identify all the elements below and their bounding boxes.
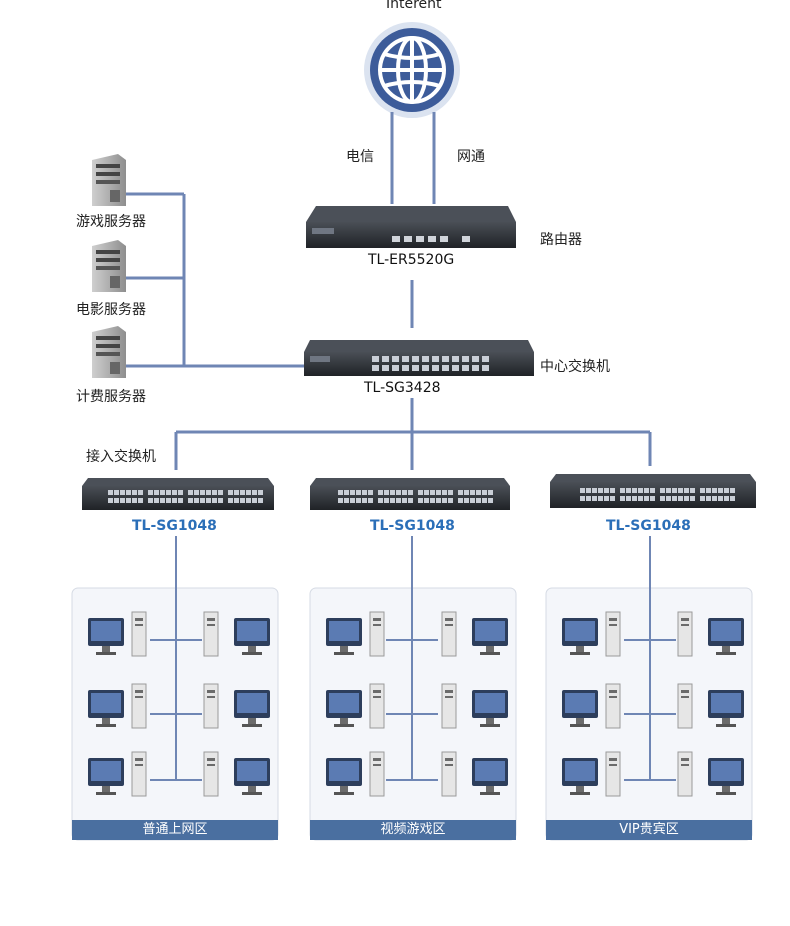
globe-icon bbox=[364, 22, 460, 118]
computer-icon bbox=[203, 751, 270, 797]
server-label: 游戏服务器 bbox=[76, 214, 146, 230]
computer-icon bbox=[441, 611, 508, 657]
zone-label: VIP贵宾区 bbox=[546, 820, 752, 840]
server-icon bbox=[92, 154, 126, 206]
isp-left-label: 电信 bbox=[346, 149, 374, 165]
access-switch-model: TL-SG1048 bbox=[606, 518, 691, 534]
computer-icon bbox=[677, 611, 744, 657]
server-icon bbox=[92, 240, 126, 292]
zone-label: 普通上网区 bbox=[72, 820, 278, 840]
zone-links bbox=[150, 536, 676, 781]
core-switch-role-label: 中心交换机 bbox=[540, 359, 610, 375]
pc-group bbox=[88, 611, 744, 797]
computer-icon bbox=[203, 683, 270, 729]
server-icon bbox=[92, 326, 126, 378]
access-switch-model: TL-SG1048 bbox=[370, 518, 455, 534]
isp-right-label: 网通 bbox=[457, 149, 485, 165]
router-device bbox=[306, 206, 516, 248]
server-label: 计费服务器 bbox=[76, 389, 146, 405]
computer-icon bbox=[562, 751, 621, 797]
computer-icon bbox=[441, 683, 508, 729]
computer-icon bbox=[326, 751, 385, 797]
computer-icon bbox=[677, 751, 744, 797]
computer-icon bbox=[441, 751, 508, 797]
core-switch-model: TL-SG3428 bbox=[364, 380, 441, 396]
router-role-label: 路由器 bbox=[540, 232, 582, 248]
computer-icon bbox=[88, 683, 147, 729]
zone-label: 视频游戏区 bbox=[310, 820, 516, 840]
computer-icon bbox=[203, 611, 270, 657]
computer-icon bbox=[88, 611, 147, 657]
switch-ports bbox=[108, 488, 735, 503]
access-switch-device bbox=[550, 474, 756, 508]
computer-icon bbox=[88, 751, 147, 797]
server-label: 电影服务器 bbox=[76, 302, 146, 318]
computer-icon bbox=[562, 611, 621, 657]
router-model: TL-ER5520G bbox=[368, 252, 455, 268]
computer-icon bbox=[326, 611, 385, 657]
core-access-links bbox=[174, 398, 652, 470]
access-switch-model: TL-SG1048 bbox=[132, 518, 217, 534]
server-links bbox=[126, 192, 304, 368]
computer-icon bbox=[326, 683, 385, 729]
computer-icon bbox=[562, 683, 621, 729]
internet-label: Interent bbox=[386, 0, 442, 12]
core-switch-device bbox=[304, 340, 534, 376]
isp-links bbox=[390, 112, 436, 204]
access-switch-label: 接入交换机 bbox=[86, 449, 156, 465]
computer-icon bbox=[677, 683, 744, 729]
